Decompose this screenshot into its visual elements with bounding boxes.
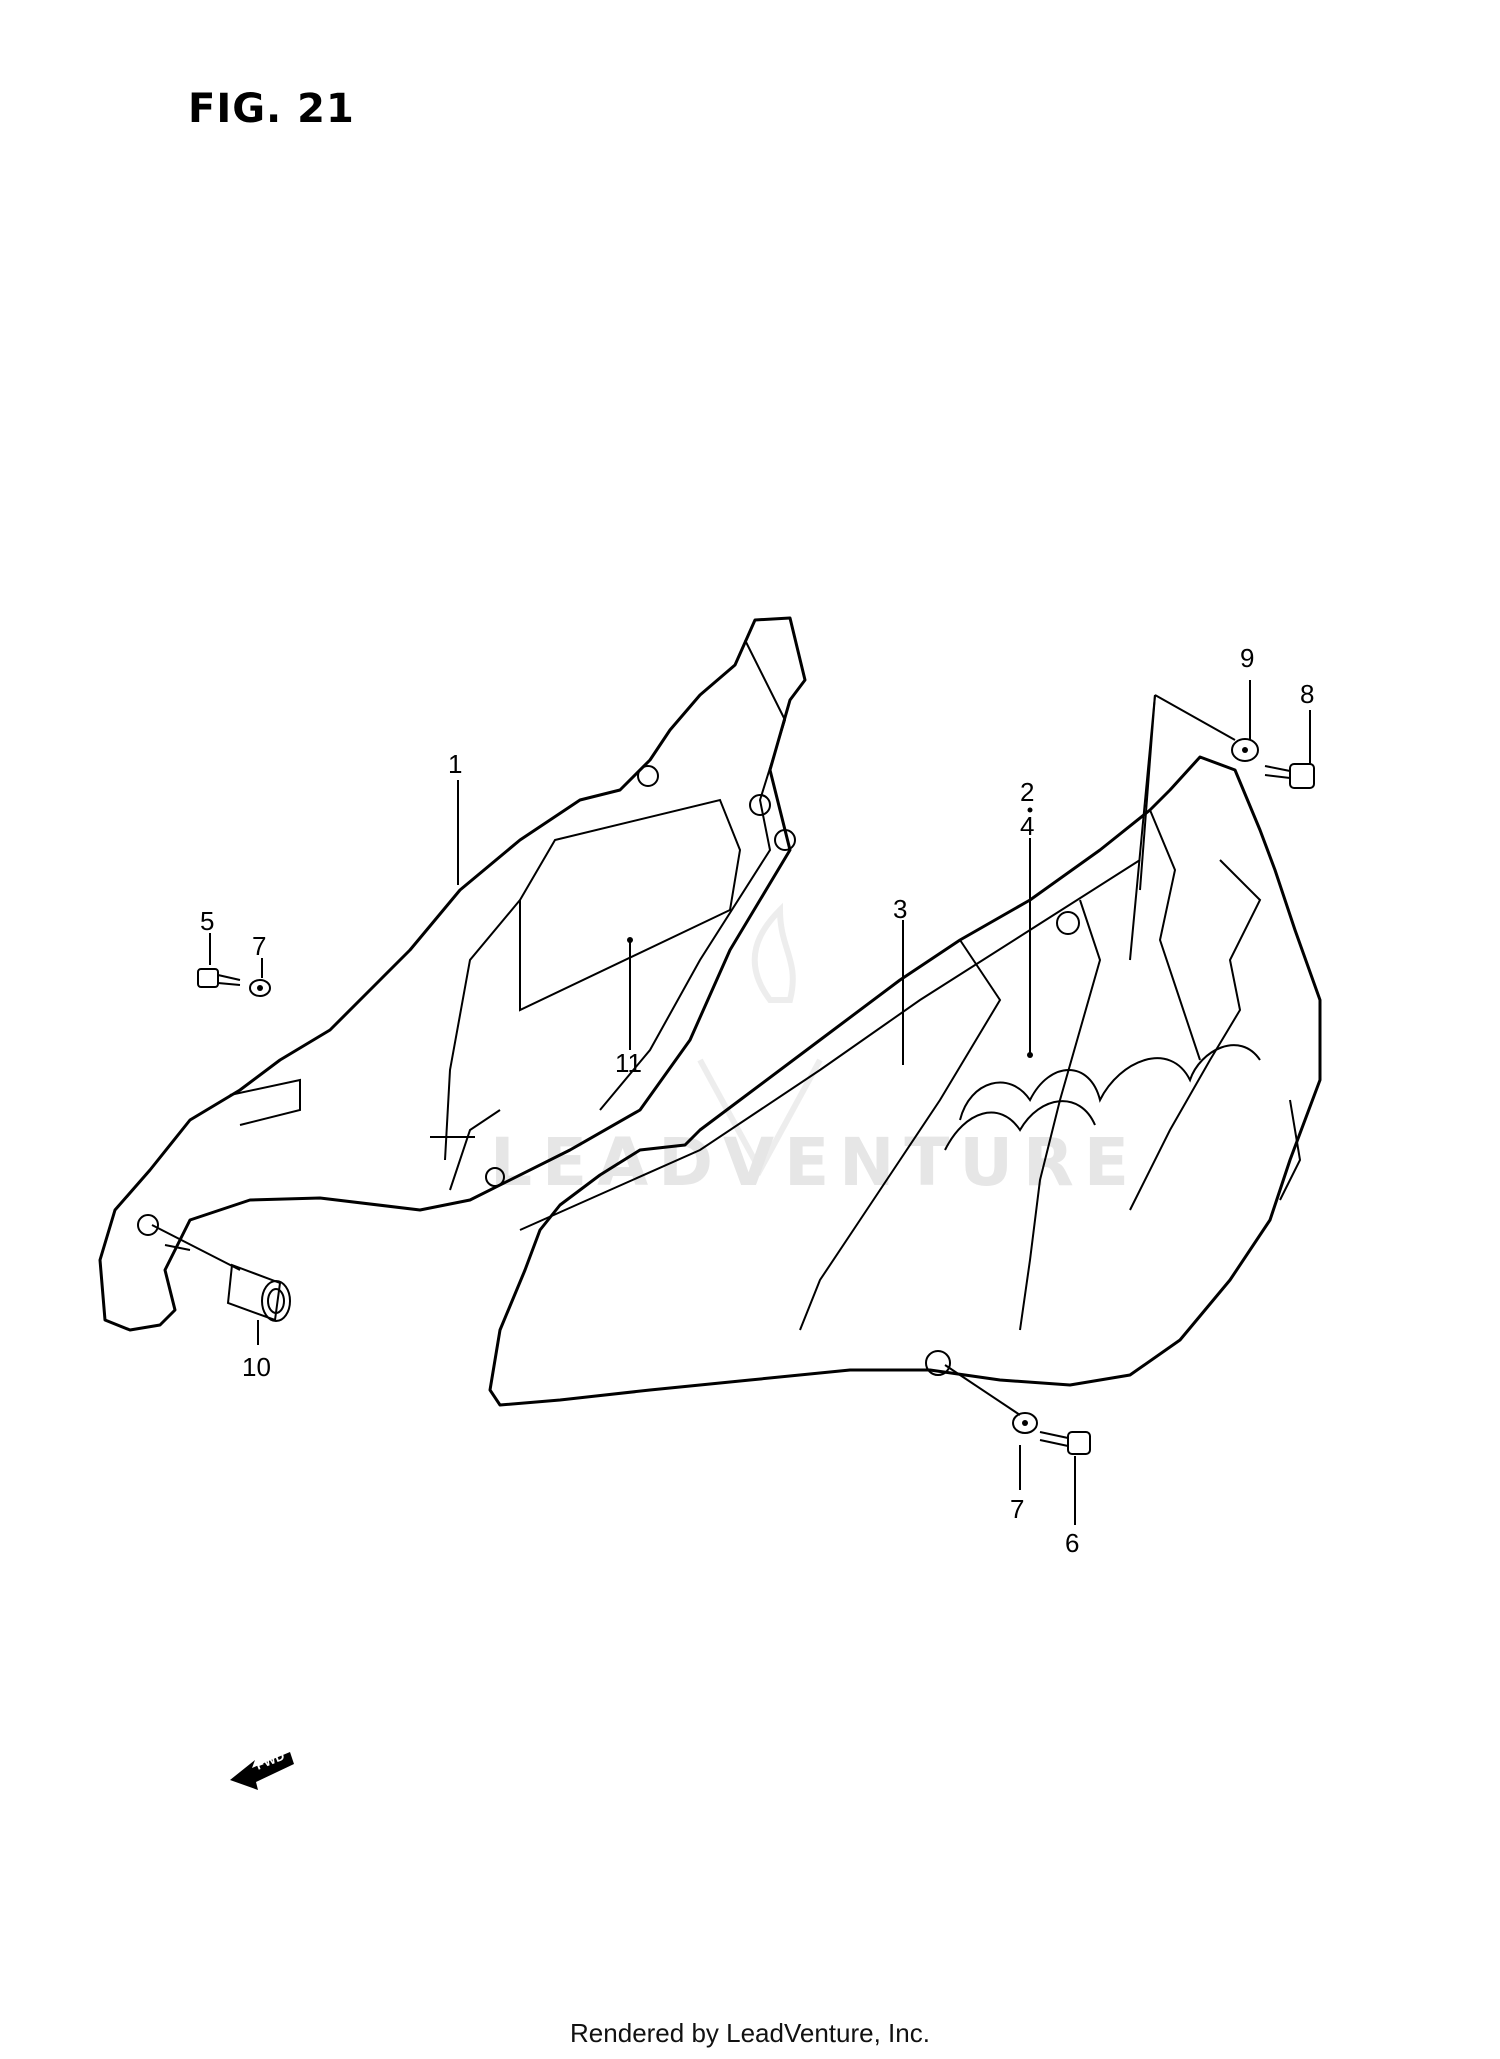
callout-9: 9 bbox=[1240, 643, 1254, 673]
fwd-arrow-icon: FWD bbox=[230, 1748, 294, 1790]
callout-7-left: 7 bbox=[252, 931, 266, 961]
leader-lines bbox=[151, 680, 1311, 1525]
figure-title: FIG. 21 bbox=[188, 86, 355, 132]
callout-4: 4 bbox=[1020, 811, 1034, 841]
callout-2: 2 bbox=[1020, 777, 1034, 807]
callout-5: 5 bbox=[200, 906, 214, 936]
bolt-5 bbox=[197, 968, 241, 988]
footer-credit: Rendered by LeadVenture, Inc. bbox=[570, 2018, 930, 2048]
washer-7-left bbox=[249, 979, 271, 997]
left-side-cover bbox=[98, 616, 807, 1332]
right-side-cover bbox=[488, 755, 1322, 1407]
grommet-10 bbox=[226, 1263, 291, 1322]
watermark-text: LEADVENTURE bbox=[490, 1124, 1139, 1201]
bolt-6 bbox=[1039, 1431, 1091, 1455]
callout-7-right: 7 bbox=[1010, 1494, 1024, 1524]
callout-8: 8 bbox=[1300, 679, 1314, 709]
washer-9 bbox=[1231, 738, 1259, 762]
callout-1: 1 bbox=[448, 749, 462, 779]
callout-6: 6 bbox=[1065, 1528, 1079, 1558]
callout-11: 11 bbox=[615, 1048, 642, 1078]
callout-3: 3 bbox=[893, 894, 907, 924]
bolt-8 bbox=[1264, 763, 1315, 789]
watermark-logo bbox=[697, 902, 823, 1177]
washer-7-right bbox=[1012, 1412, 1038, 1434]
callout-10: 10 bbox=[242, 1352, 271, 1382]
